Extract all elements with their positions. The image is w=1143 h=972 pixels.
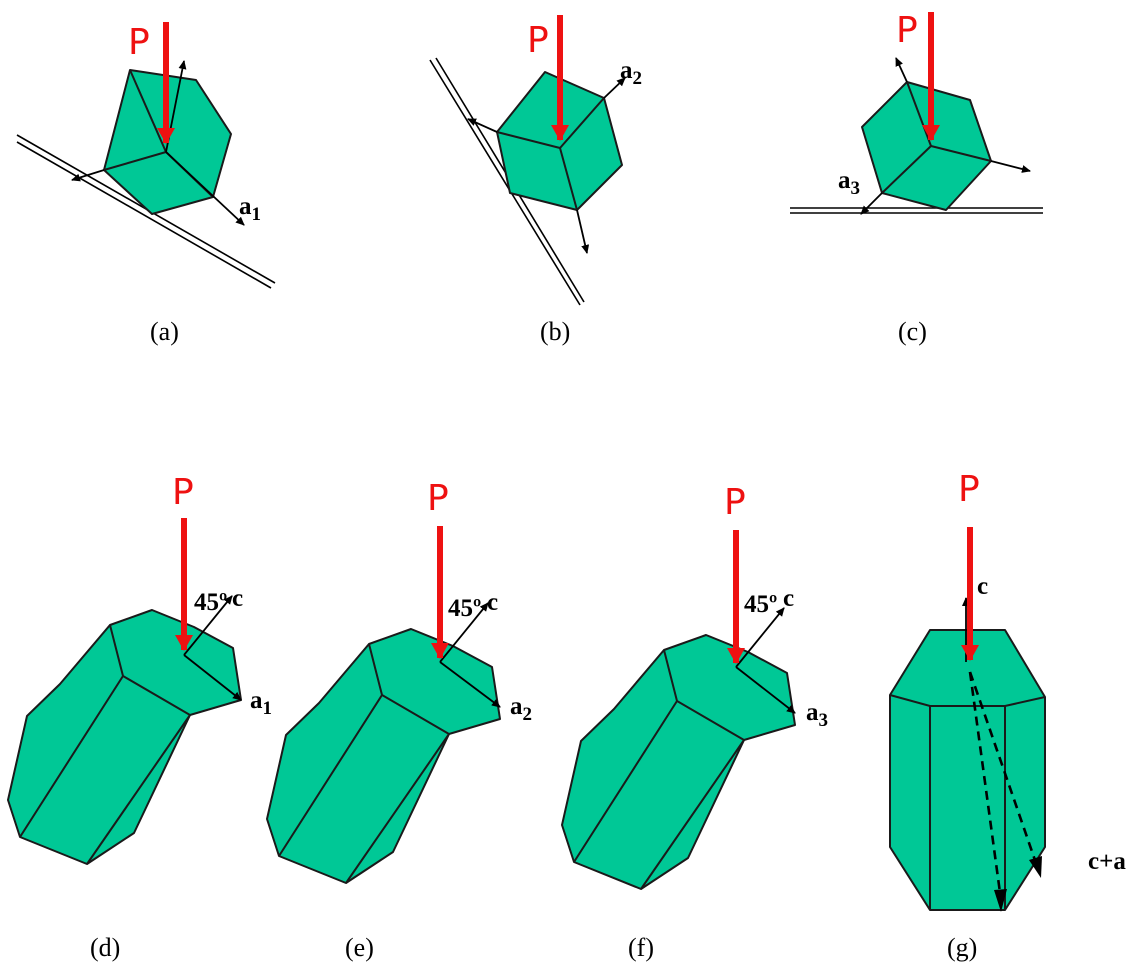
caption-f: (f)	[628, 933, 654, 962]
caption-a: (a)	[150, 317, 179, 346]
panel-f: P 45º c a3 (f)	[561, 482, 828, 962]
force-label-c: P	[896, 10, 918, 51]
force-label-g: P	[958, 469, 980, 510]
axis-label-a2: a2	[620, 57, 642, 89]
panel-a: P a1 (a)	[16, 22, 276, 346]
force-label-e: P	[427, 478, 449, 519]
axis-label-f: a3	[806, 699, 828, 731]
c-axis-label-f: c	[783, 585, 794, 612]
caption-e: (e)	[345, 933, 374, 962]
panel-b: P a2 (b)	[429, 15, 642, 346]
panel-e: P 45º c a2 (e)	[266, 478, 532, 962]
panel-d: P 45º c a1 (d)	[7, 472, 272, 962]
angle-label-d: 45º	[194, 589, 227, 616]
panel-c: P a3 (c)	[790, 10, 1043, 346]
c-plus-a-label-g: c+a	[1088, 848, 1126, 875]
axis-arrows-b	[467, 77, 626, 254]
hex-prism-d	[7, 609, 242, 865]
slip-vectors-g	[968, 671, 1042, 912]
panel-g: P c c+a (g)	[889, 469, 1126, 962]
caption-b: (b)	[540, 317, 570, 346]
caption-g: (g)	[947, 933, 977, 962]
hex-crystal-c	[861, 81, 992, 211]
force-label-d: P	[172, 472, 194, 513]
force-label-b: P	[527, 20, 549, 61]
axis-label-d: a1	[250, 687, 272, 719]
axis-label-a1: a1	[239, 193, 261, 225]
axis-arrows-c	[860, 57, 1031, 215]
caption-c: (c)	[898, 317, 927, 346]
c-axis-label-e: c	[487, 589, 498, 616]
force-label-f: P	[724, 482, 746, 523]
caption-d: (d)	[90, 933, 120, 962]
c-axis-label-d: c	[232, 585, 243, 612]
hex-prism-g	[889, 629, 1046, 911]
slip-plane-c	[790, 207, 1043, 214]
c-axis-label-g: c	[977, 573, 988, 600]
force-label-a: P	[128, 22, 150, 63]
angle-label-f: 45º	[744, 591, 777, 618]
angle-label-e: 45º	[448, 595, 481, 622]
axis-label-a3: a3	[838, 167, 860, 199]
hex-prism-f	[561, 634, 796, 890]
hex-prism-e	[266, 628, 501, 884]
axis-label-e: a2	[510, 693, 532, 725]
